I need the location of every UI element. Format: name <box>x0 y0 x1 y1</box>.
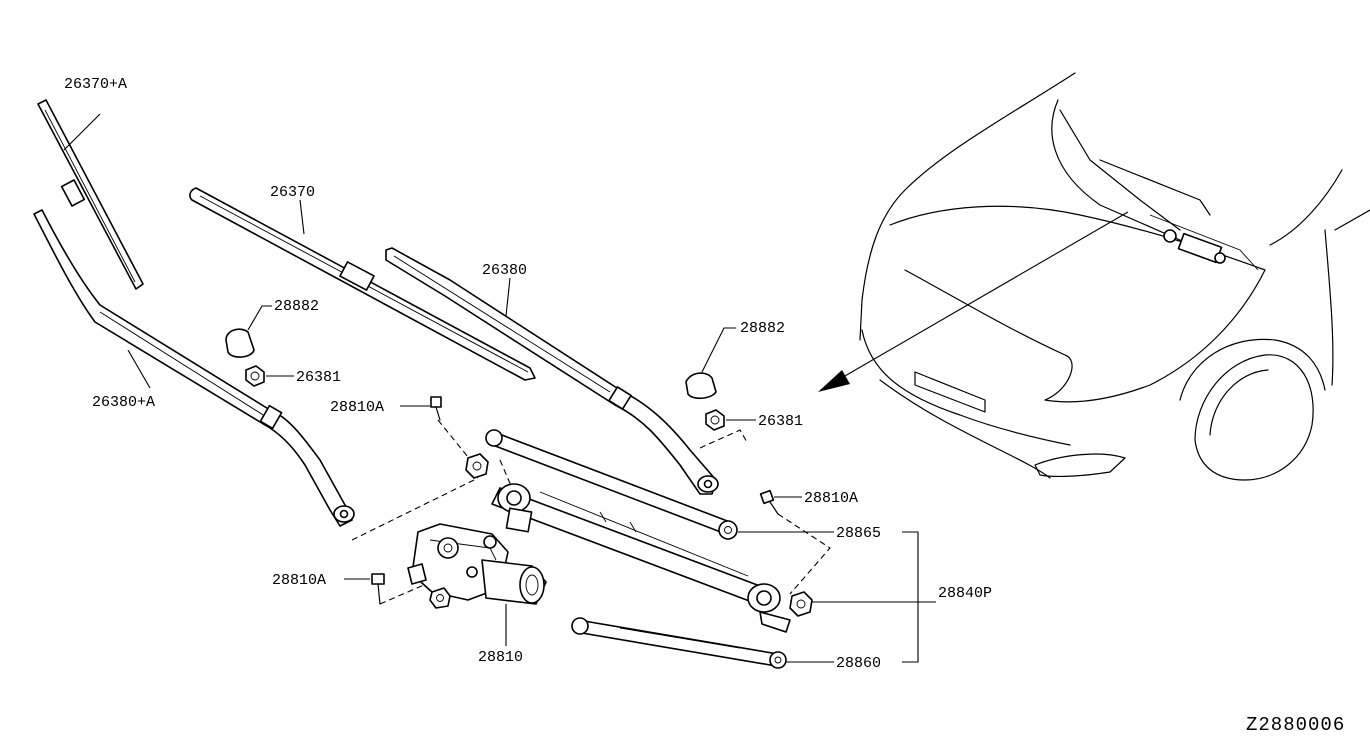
pivot-cap-right <box>685 372 717 400</box>
alignment-dashes <box>351 419 831 605</box>
bolt-lower <box>371 573 385 605</box>
bracket-linkage-assembly <box>812 531 936 663</box>
label-bolt-upper: 28810A <box>330 399 384 416</box>
label-nut-left: 26381 <box>296 369 341 386</box>
wiper-arm-left <box>33 209 355 527</box>
diagram-code: Z2880006 <box>1246 714 1345 736</box>
wiper-blade-right <box>189 187 536 381</box>
leader-arm-left <box>127 349 151 389</box>
label-link-lower: 28860 <box>836 655 881 672</box>
leader-arm-right <box>505 277 511 317</box>
wiper-arm-right <box>385 247 719 495</box>
leader-cap-right <box>701 327 736 373</box>
label-blade-left: 26370+A <box>64 76 127 93</box>
label-arm-right: 26380 <box>482 262 527 279</box>
car-outline <box>818 72 1370 481</box>
leader-blade-left <box>63 113 101 151</box>
label-motor: 28810 <box>478 649 523 666</box>
pivot-nut-right <box>705 409 725 431</box>
label-link-upper: 28865 <box>836 525 881 542</box>
label-nut-right: 26381 <box>758 413 803 430</box>
label-bolt-lower: 28810A <box>272 572 326 589</box>
leader-cap-left <box>247 305 272 331</box>
bolt-right <box>759 489 779 515</box>
label-arm-left: 26380+A <box>92 394 155 411</box>
leader-blade-right <box>299 199 305 235</box>
label-cap-right: 28882 <box>740 320 785 337</box>
label-bolt-right: 28810A <box>804 490 858 507</box>
pivot-cap-left <box>225 328 255 358</box>
label-blade-right: 26370 <box>270 184 315 201</box>
pivot-nut-left <box>245 365 265 387</box>
wiper-linkage <box>465 429 813 669</box>
label-linkage-assembly: 28840P <box>938 585 992 602</box>
bolt-upper <box>430 396 442 421</box>
wiper-blade-left <box>37 99 144 290</box>
wiper-motor <box>407 523 547 609</box>
label-cap-left: 28882 <box>274 298 319 315</box>
